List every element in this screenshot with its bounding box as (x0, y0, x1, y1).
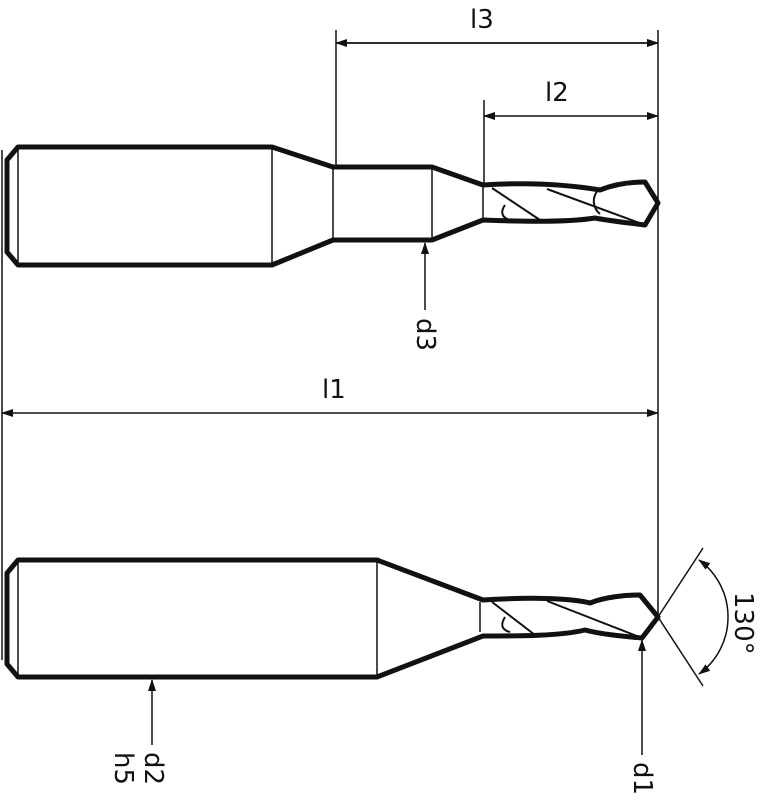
label-l1: l1 (322, 375, 346, 405)
label-d1: d1 (627, 762, 657, 795)
dimension-d1: d1 (627, 639, 657, 795)
label-h5: h5 (108, 752, 138, 785)
dimension-l3: l3 (335, 5, 659, 47)
label-d3: d3 (410, 318, 440, 351)
label-l3: l3 (470, 5, 494, 35)
stepped-drill (4, 144, 661, 268)
point-angle-dimension: 130° (657, 547, 758, 687)
dimension-l2: l2 (483, 78, 659, 120)
label-angle: 130° (728, 592, 758, 655)
dimension-l1: l1 (1, 375, 659, 417)
straight-shank-drill (4, 557, 661, 680)
dimension-d2: d2 h5 (108, 679, 168, 785)
label-d2: d2 (138, 752, 168, 785)
label-l2: l2 (545, 78, 569, 108)
dimension-d3: d3 (410, 242, 440, 351)
